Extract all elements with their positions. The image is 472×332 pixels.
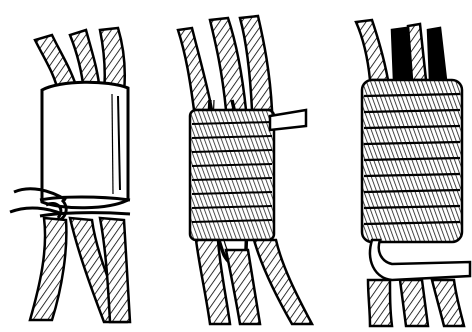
strands-top-2 [178, 16, 272, 110]
whipping-wraps-3 [362, 80, 462, 242]
cord-end-3 [370, 240, 470, 280]
strands-bottom-2 [196, 240, 312, 324]
strands-top-3 [356, 20, 446, 80]
strands-bottom-3 [368, 280, 464, 326]
whipping-wraps-2 [190, 110, 274, 240]
panel-step-3 [356, 20, 470, 326]
panel-step-1 [10, 28, 130, 322]
strands-bottom-1 [30, 218, 130, 322]
panel-step-2 [178, 16, 312, 324]
tape-band-1 [42, 82, 128, 208]
cord-end-2 [270, 110, 306, 130]
